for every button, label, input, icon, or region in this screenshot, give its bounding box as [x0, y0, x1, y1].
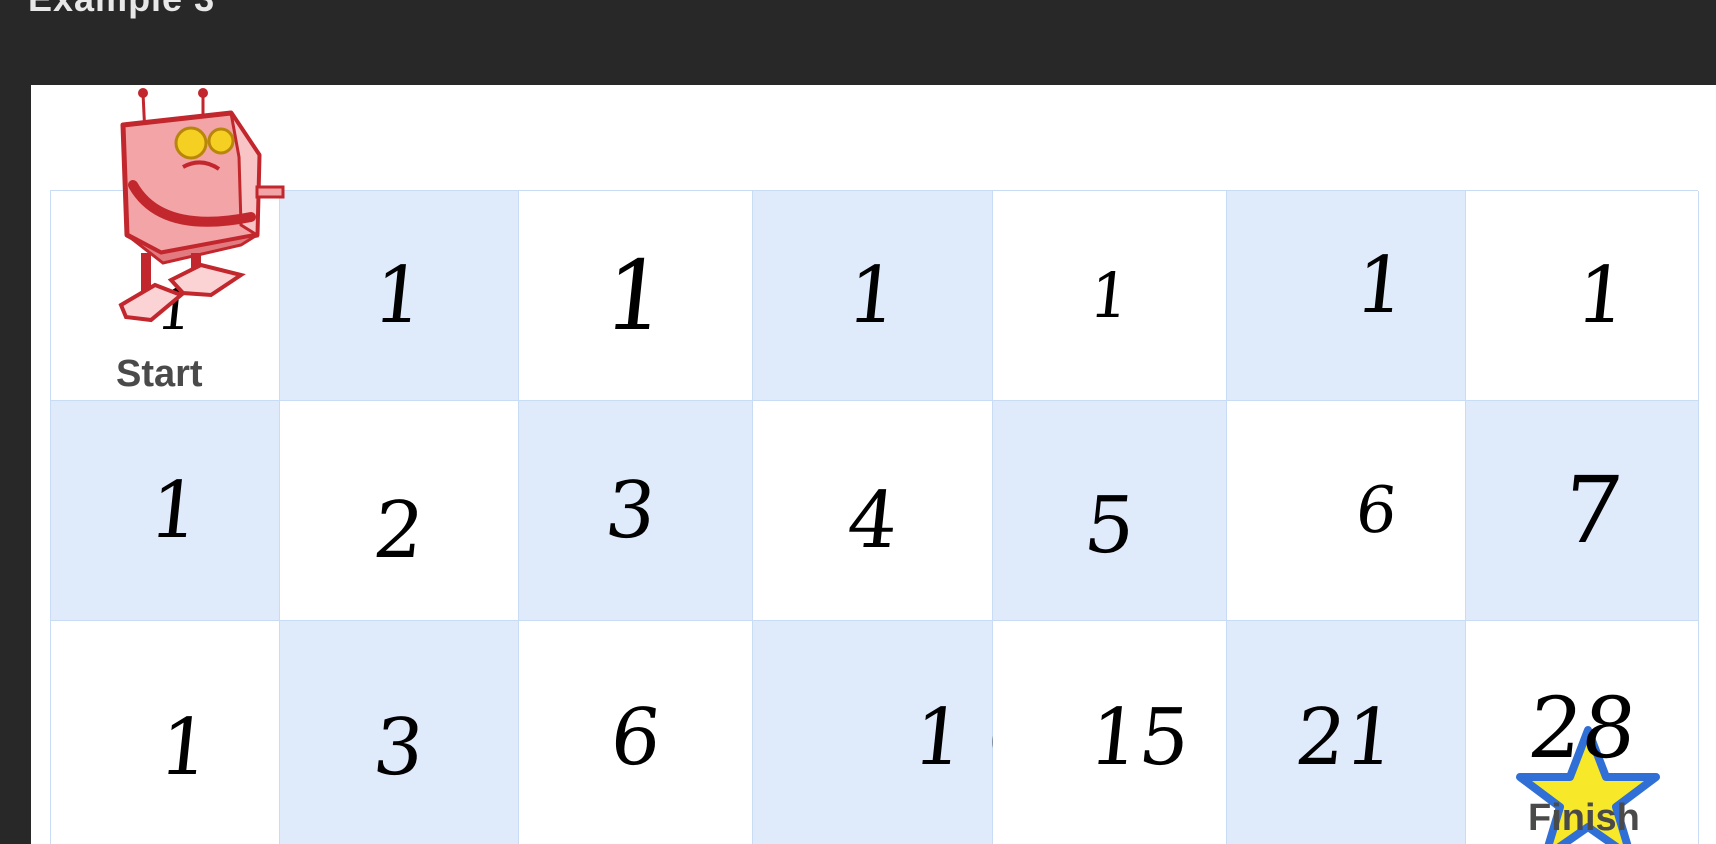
cell-value: 1	[1085, 259, 1134, 332]
grid-cell: 21	[1227, 621, 1466, 844]
grid-cell: 1	[280, 191, 519, 401]
cell-value: 1	[842, 250, 903, 341]
grid-cell: 1	[1227, 191, 1466, 401]
cell-value: 5	[1079, 480, 1140, 571]
cell-value: 7	[1557, 457, 1627, 564]
finish-label: Finish	[1528, 797, 1640, 839]
grid-cell: 2	[280, 401, 519, 621]
grid-cell: 5	[993, 401, 1227, 621]
grid-panel: 1 1 1 1 1 1 1 1 2 3 4 5 6 7 1 3 6 10 15 …	[31, 85, 1716, 844]
grid-cell: 1	[519, 191, 753, 401]
grid-cell: 1	[51, 401, 280, 621]
start-label: Start	[116, 353, 203, 395]
window-title: Example 3	[28, 0, 215, 20]
grid-cell: 3	[519, 401, 753, 621]
grid-cell: 7	[1466, 401, 1699, 621]
grid-cell: 6	[519, 621, 753, 844]
cell-value: 28	[1523, 678, 1641, 777]
cell-value: 6	[1351, 473, 1401, 548]
cell-value: 3	[369, 702, 429, 793]
cell-value: 6	[605, 692, 666, 783]
grid-cell: 1	[753, 191, 993, 401]
grid-cell: 15	[993, 621, 1227, 844]
grid-cell: 1	[51, 621, 280, 844]
cell-value: 21	[1291, 692, 1401, 783]
grid-cell: 10	[753, 621, 1066, 844]
grid-cell: 4	[753, 401, 993, 621]
grid-cell: 1	[993, 191, 1227, 401]
cell-value: 1	[155, 702, 215, 793]
cell-value: 15	[1085, 692, 1194, 783]
cell-value: 1	[1351, 240, 1411, 331]
cell-value: 1	[599, 239, 672, 352]
cell-value: 1	[145, 465, 205, 556]
cell-value: 1	[1572, 250, 1632, 341]
cell-value: 1	[369, 250, 429, 341]
robot-icon	[118, 88, 285, 323]
grid-cell: 6	[1227, 401, 1466, 621]
cell-value: 4	[842, 475, 903, 566]
star-icon	[1516, 726, 1660, 844]
grid-cell: 1	[1466, 191, 1699, 401]
cell-value: 2	[369, 485, 429, 576]
cell-value: 3	[600, 465, 661, 556]
grid-cell: 3	[280, 621, 519, 844]
